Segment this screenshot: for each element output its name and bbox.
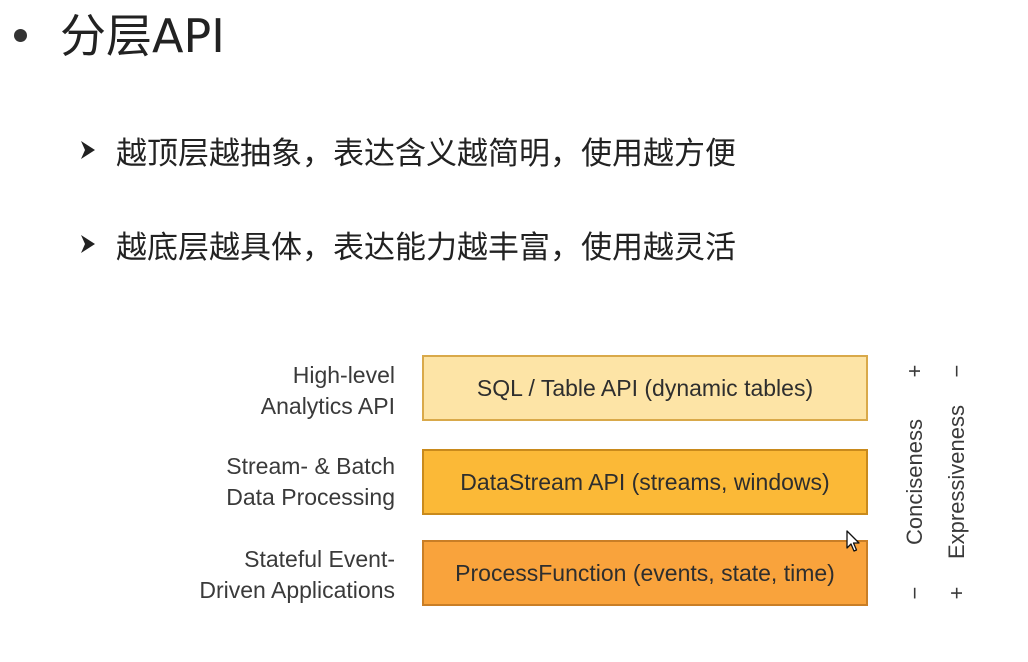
- layer-box-processfunction: ProcessFunction (events, state, time): [422, 540, 868, 606]
- sub-point-2: 越底层越具体，表达能力越丰富，使用越灵活: [80, 224, 736, 266]
- axis-sign-bottom: −: [902, 586, 927, 600]
- layer-box-datastream-api: DataStream API (streams, windows): [422, 449, 868, 515]
- mouse-cursor-icon: [846, 530, 860, 552]
- axis-sign-top: −: [944, 364, 969, 378]
- expressiveness-axis: + Expressiveness −: [942, 362, 972, 602]
- layer-label-stateful: Stateful Event- Driven Applications: [199, 544, 395, 606]
- axis-label-conciseness: Conciseness: [902, 419, 927, 545]
- layer-label-line: Stream- & Batch: [226, 453, 395, 479]
- layer-label-stream-batch: Stream- & Batch Data Processing: [226, 451, 395, 513]
- layer-box-sql-table-api: SQL / Table API (dynamic tables): [422, 355, 868, 421]
- arrow-bullet-icon: [81, 235, 95, 253]
- axis-label-expressiveness: Expressiveness: [944, 404, 969, 560]
- layer-label-high-level: High-level Analytics API: [261, 360, 395, 422]
- axis-sign-bottom: +: [944, 586, 969, 600]
- arrow-bullet-icon: [81, 141, 95, 159]
- layer-label-line: Analytics API: [260, 393, 395, 419]
- sub-point-1-text: 越顶层越抽象，表达含义越简明，使用越方便: [116, 135, 736, 172]
- sub-point-1: 越顶层越抽象，表达含义越简明，使用越方便: [80, 130, 736, 172]
- sub-point-2-text: 越底层越具体，表达能力越丰富，使用越灵活: [116, 229, 736, 266]
- layer-label-line: Stateful Event-: [244, 546, 395, 572]
- axis-sign-top: +: [902, 364, 927, 378]
- slide-title: 分层API: [60, 9, 225, 63]
- conciseness-axis: − Conciseness +: [900, 362, 930, 602]
- bullet-dot-icon: [14, 29, 27, 42]
- layer-label-line: Driven Applications: [199, 577, 395, 603]
- layer-label-line: High-level: [292, 362, 395, 388]
- layer-label-line: Data Processing: [226, 484, 395, 510]
